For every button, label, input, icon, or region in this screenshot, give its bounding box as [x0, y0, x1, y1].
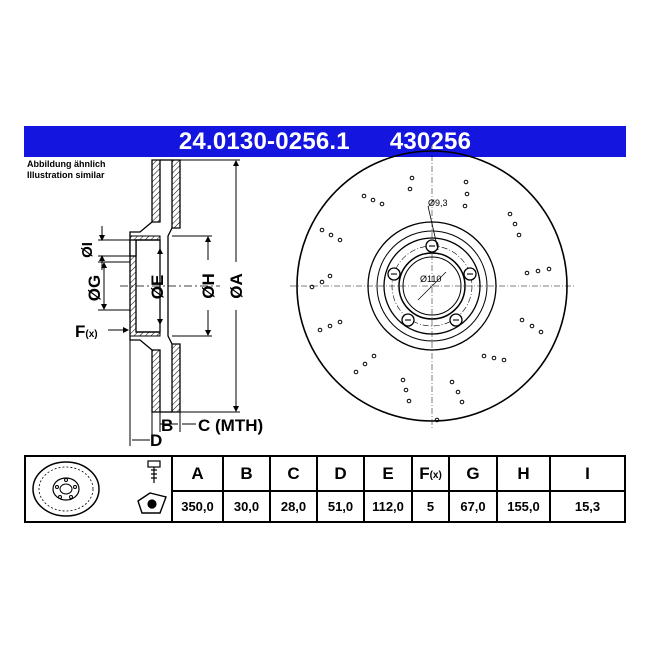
label-dim-a: ØA [227, 273, 246, 299]
header-a: A [173, 457, 222, 492]
value-h: 155,0 [507, 499, 540, 514]
column-a: A 350,0 [173, 457, 224, 521]
header-f-sub: (x) [429, 470, 442, 481]
illustration-note: Abbildung ähnlich Illustration similar [27, 159, 106, 181]
front-view [290, 144, 574, 428]
cross-section-view [120, 159, 220, 413]
center-bore [398, 252, 466, 320]
label-dim-b: B [161, 416, 173, 435]
header-h: H [498, 457, 549, 492]
note-line-en: Illustration similar [27, 170, 105, 180]
label-dim-c: C (MTH) [198, 416, 263, 435]
friction-ring-lower [151, 349, 161, 413]
column-f: F(x) 5 [413, 457, 450, 521]
label-dim-e: ØE [148, 275, 167, 300]
column-i: I 15,3 [551, 457, 624, 521]
bolt-icon [137, 460, 167, 514]
column-b: B 30,0 [224, 457, 271, 521]
value-e: 112,0 [372, 499, 404, 514]
label-f-main: F [75, 322, 85, 341]
note-line-de: Abbildung ähnlich [27, 159, 106, 169]
column-e: E 112,0 [365, 457, 413, 521]
column-g: G 67,0 [450, 457, 498, 521]
label-dim-i: ØI [79, 242, 96, 258]
column-d: D 51,0 [318, 457, 365, 521]
thumbnail-cell [26, 457, 173, 521]
column-h: H 155,0 [498, 457, 551, 521]
friction-ring-upper [151, 159, 161, 223]
label-dim-f: F(x) [75, 322, 98, 341]
value-i: 15,3 [574, 499, 601, 514]
title-bar: 24.0130-0256.1 430256 [24, 126, 626, 157]
header-f-main: F [419, 464, 430, 483]
value-a: 350,0 [181, 499, 214, 514]
spec-table: A 350,0 B 30,0 C 28,0 D 51,0 E 112,0 F(x… [24, 455, 626, 523]
header-e: E [365, 457, 411, 492]
disc-thumbnail-icon [32, 461, 100, 517]
value-g: 67,0 [460, 499, 486, 514]
label-dim-h: ØH [199, 273, 218, 299]
label-pcd: Ø110 [420, 274, 441, 284]
value-d: 51,0 [327, 499, 354, 514]
header-g: G [450, 457, 496, 492]
label-hole-diameter: Ø9,3 [428, 198, 448, 208]
header-b: B [224, 457, 269, 492]
reference-number: 430256 [389, 127, 472, 155]
header-i: I [551, 457, 624, 492]
drilled-holes [309, 175, 552, 423]
value-b: 30,0 [233, 499, 260, 514]
bolt-hole-slots [391, 245, 473, 321]
label-dim-g: ØG [85, 275, 104, 301]
dimension-lines [98, 159, 240, 446]
column-c: C 28,0 [271, 457, 318, 521]
header-c: C [271, 457, 316, 492]
value-c: 28,0 [280, 499, 307, 514]
label-f-sub: (x) [85, 329, 97, 340]
header-d: D [318, 457, 363, 492]
value-f: 5 [426, 499, 435, 514]
label-dim-d: D [150, 431, 162, 450]
header-f: F(x) [413, 457, 448, 492]
part-number: 24.0130-0256.1 [178, 127, 350, 155]
